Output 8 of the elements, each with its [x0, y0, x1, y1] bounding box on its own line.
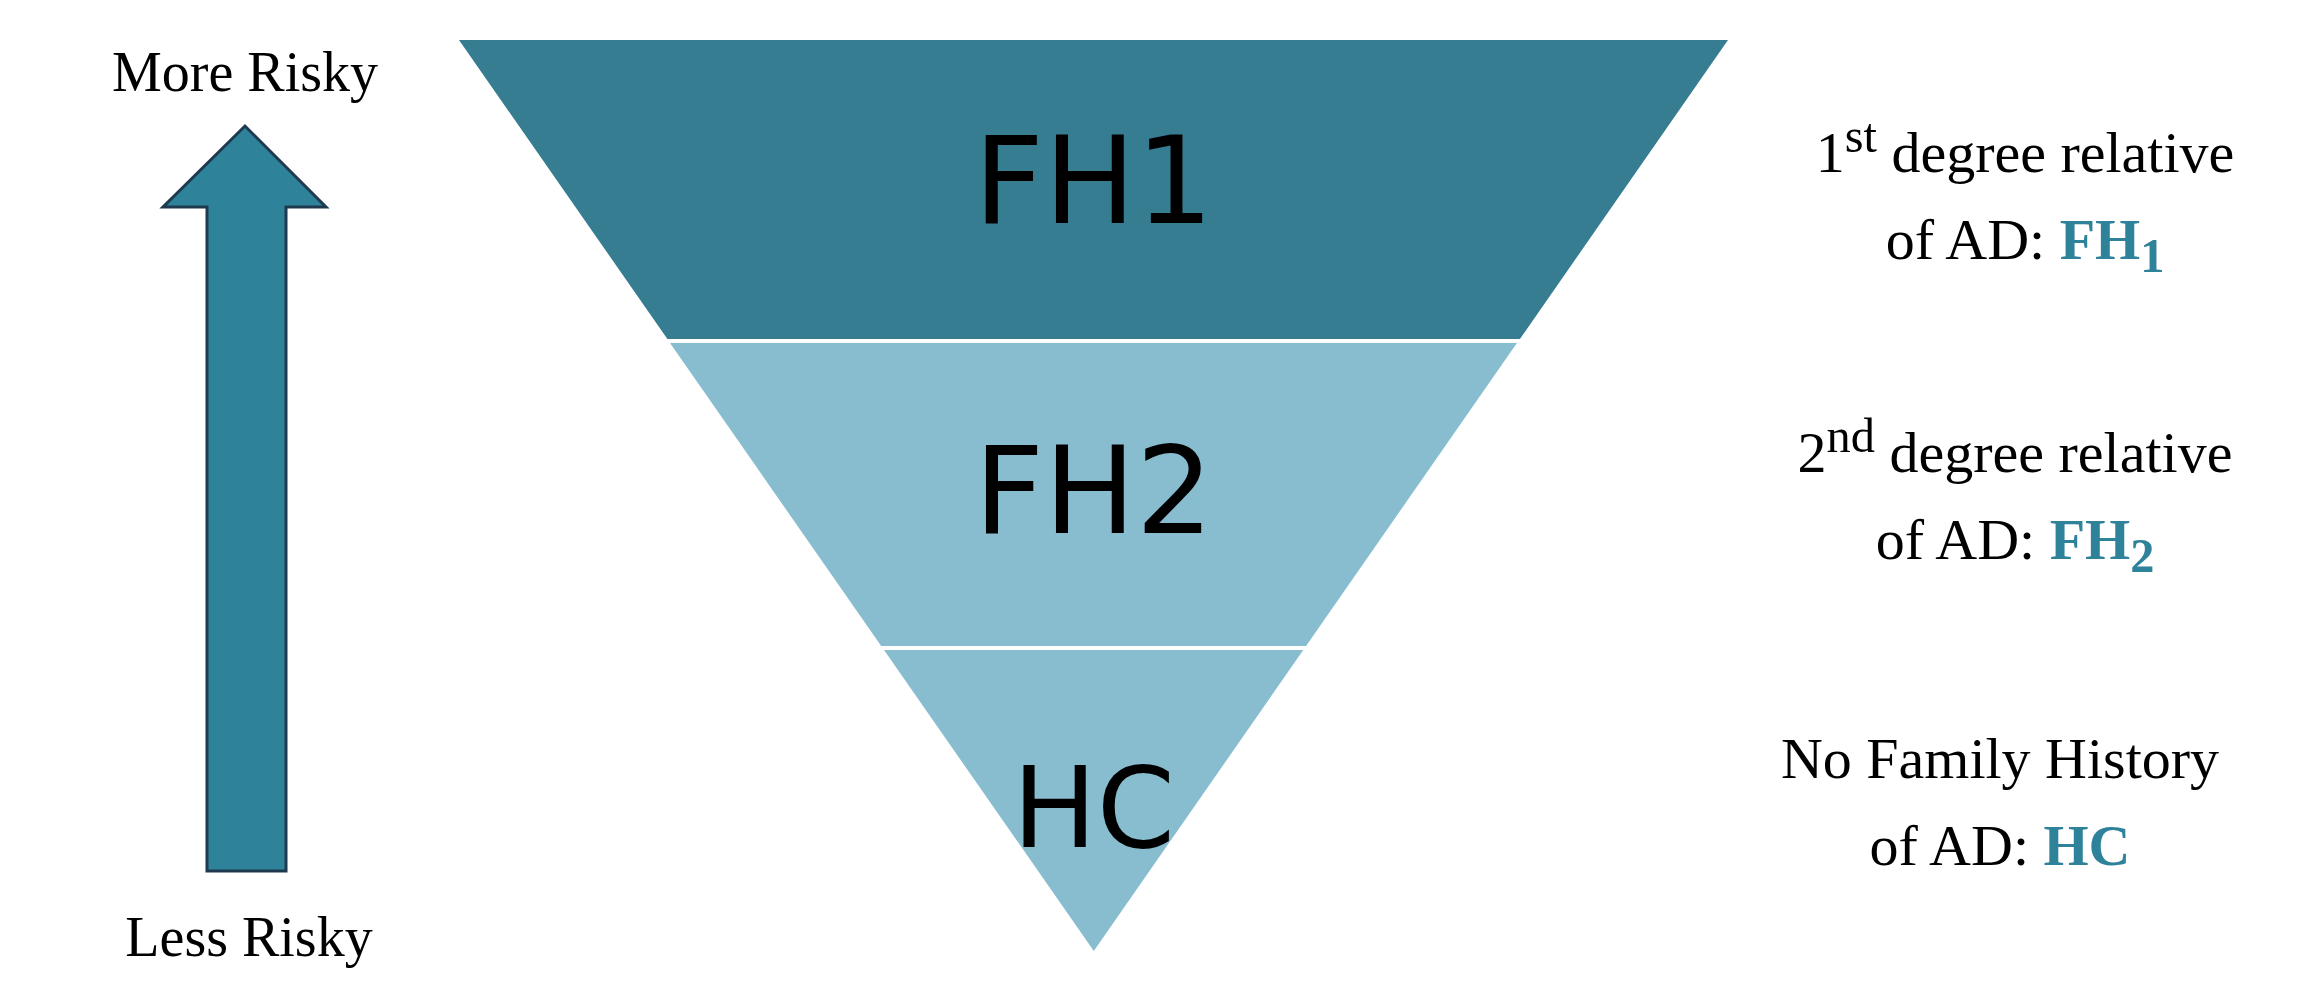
- band-label: FH2: [972, 430, 1215, 552]
- band-label: FH1: [972, 120, 1215, 242]
- band-label: HC: [1011, 752, 1177, 864]
- description-text: 1$^{st}$ degree relative of AD: FH$_{1}$: [1814, 108, 2236, 284]
- axis-label: More Risky: [112, 40, 378, 104]
- description-text: No Family History of AD: HC: [1779, 725, 2221, 880]
- description-text: 2$^{nd}$ degree relative of AD: FH$_{2}$: [1796, 408, 2234, 584]
- axis-label: Less Risky: [125, 905, 373, 969]
